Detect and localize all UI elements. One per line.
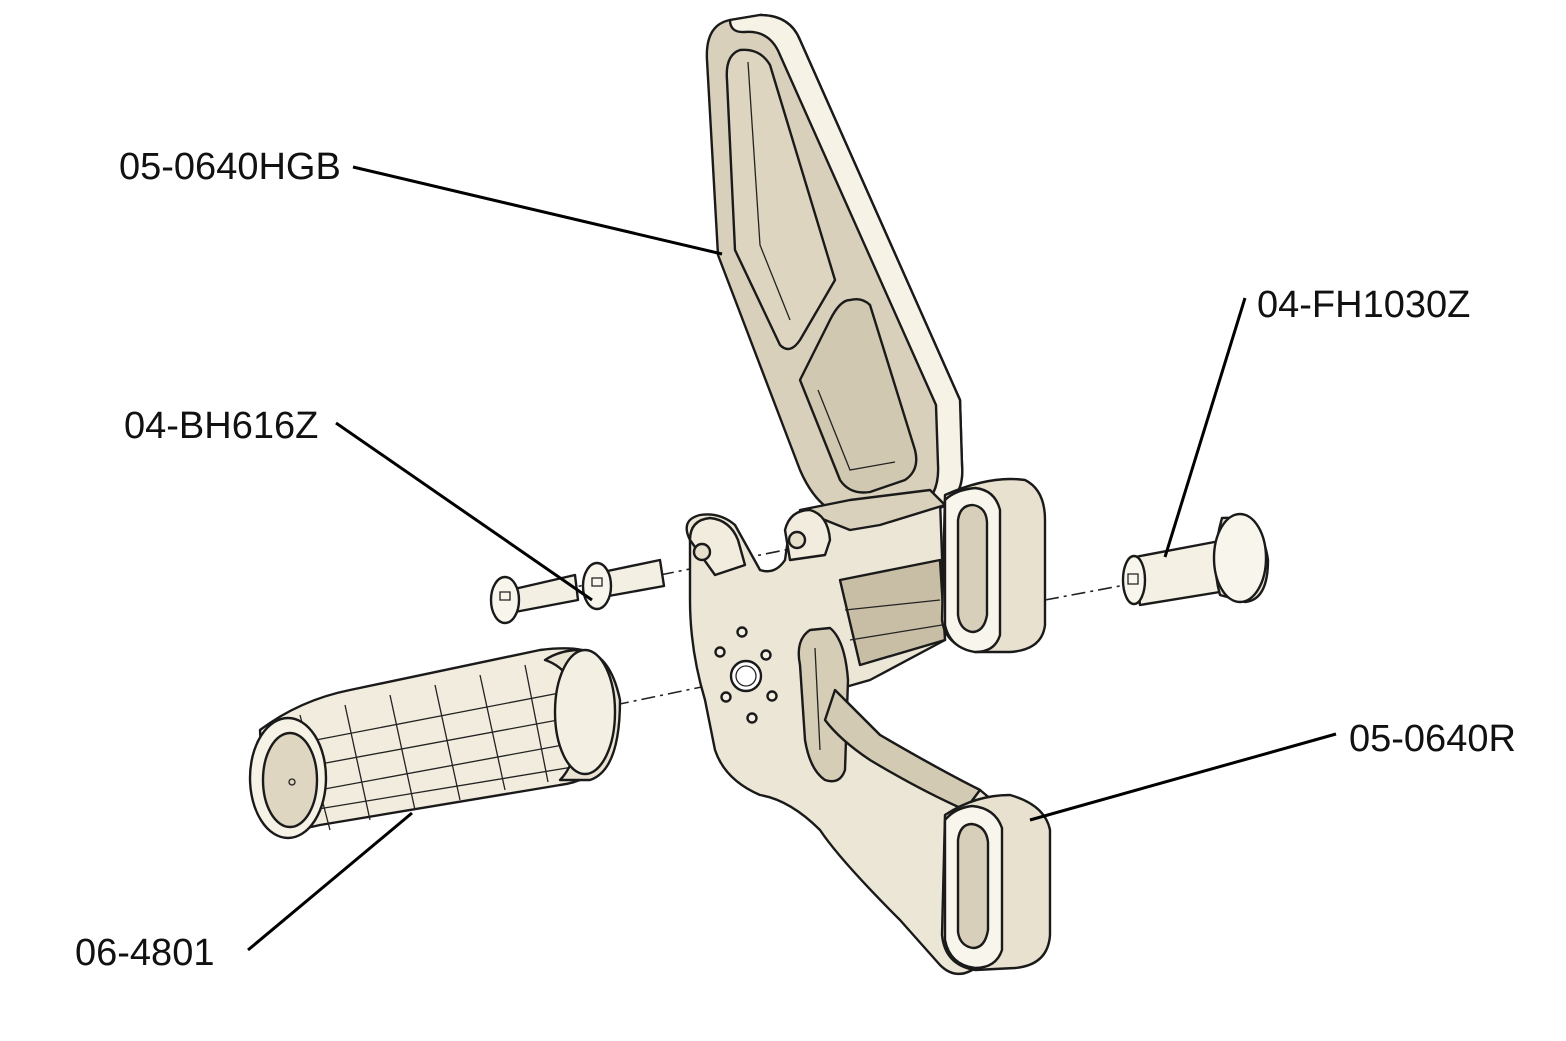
leader-heel-guard [352, 165, 723, 256]
leader-rearset-bracket [1029, 732, 1337, 822]
callout-heel-guard: 05-0640HGB [119, 146, 341, 188]
heel-guard-part [705, 13, 964, 526]
leader-flat-head-screw [1163, 297, 1247, 558]
leader-button-head-screw [335, 421, 593, 602]
callout-foot-peg: 06-4801 [75, 932, 214, 974]
button-head-screw-1 [489, 573, 580, 625]
callout-flat-head-screw: 04-FH1030Z [1257, 284, 1470, 326]
callout-button-head-screw: 04-BH616Z [124, 405, 318, 447]
foot-peg-part [248, 647, 622, 840]
leader-lines [247, 165, 1337, 952]
leader-foot-peg [247, 811, 413, 952]
callout-rearset-bracket: 05-0640R [1349, 718, 1516, 760]
flat-head-screw-part [1121, 512, 1270, 607]
button-head-screw-2 [581, 558, 666, 611]
rearset-bracket-part [685, 477, 1052, 975]
